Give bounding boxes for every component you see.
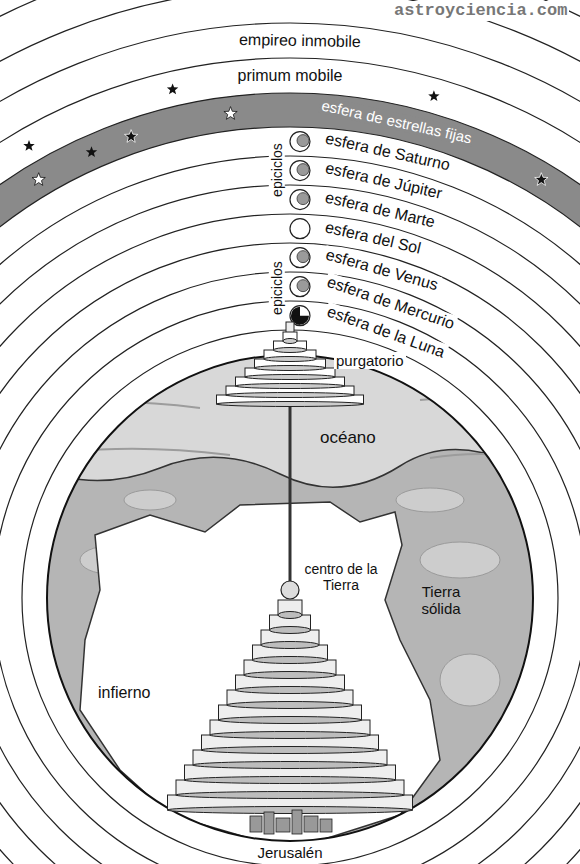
earth-outline (47, 355, 533, 841)
sphere-label: empireo inmobile (237, 30, 363, 51)
planet-circle (290, 277, 310, 297)
region-label: océano (318, 428, 378, 448)
sphere-arc (0, 127, 580, 864)
sphere-arc (0, 301, 580, 864)
rock-texture (440, 654, 500, 706)
jerusalem-city (250, 810, 332, 834)
planet-circle (290, 132, 310, 152)
star-symbol (224, 107, 237, 120)
sphere-arc (22, 330, 558, 864)
epicycle-circle (297, 193, 309, 205)
earth-axis (289, 400, 292, 582)
city-building (320, 819, 332, 832)
hell-ledge (236, 687, 345, 694)
rock-texture (452, 776, 508, 804)
epicycle-label: epiciclos (269, 141, 285, 199)
star-symbol (86, 146, 97, 157)
region-label: purgatorio (334, 352, 406, 369)
sphere-arc (0, 93, 580, 864)
city-building (292, 810, 302, 834)
rock-texture (420, 542, 500, 578)
rock-texture (124, 490, 176, 510)
epicycle-circle (297, 251, 309, 263)
planet-circle (290, 248, 310, 268)
purgatory-ledge (217, 402, 364, 407)
star-symbol (125, 130, 138, 143)
watermark: astroyciencia.com (392, 1, 569, 21)
sphere-arc (0, 23, 580, 864)
purgatory-ledge (283, 339, 297, 344)
epicycle-circle (297, 164, 309, 176)
planet-circle (290, 161, 310, 181)
region-label: centro de la Tierra (302, 561, 380, 593)
hell-ledge (210, 732, 370, 739)
hell-ledge (244, 672, 336, 679)
ocean-streaks (60, 397, 530, 458)
hell-ledge (168, 807, 413, 814)
hell-ledge (193, 762, 387, 769)
purgatory-ledge (255, 366, 326, 371)
rock-texture (396, 488, 464, 512)
purgatory-ledge (274, 348, 307, 353)
hell-cavity (80, 502, 440, 850)
purgatory-ledge (236, 384, 345, 389)
epicycle-label: epiciclos (269, 259, 285, 317)
purgatory-ledge (226, 393, 354, 398)
region-label: infierno (96, 684, 152, 702)
sphere-arc (0, 214, 580, 864)
city-building (250, 816, 262, 832)
planet-circle (290, 190, 310, 210)
hell-ledge (202, 747, 379, 754)
hell-ledge (278, 612, 302, 619)
hell-ledge (219, 717, 362, 724)
city-building (276, 818, 290, 832)
epicycle-circle (297, 135, 309, 147)
hell-ledge (261, 642, 319, 649)
fixed-star-band (0, 110, 580, 864)
hell-ledge (270, 627, 311, 634)
city-building (304, 816, 318, 832)
sphere-arc (0, 272, 580, 864)
epicycle-circle (297, 280, 309, 292)
earth-centre (281, 581, 299, 599)
solid-earth (40, 350, 540, 850)
sphere-arc (0, 185, 580, 864)
purgatory-ledge (245, 375, 335, 380)
sphere-arc (0, 243, 580, 864)
purgatory-ledge (264, 357, 316, 362)
region-label: Tierra sólida (408, 583, 474, 618)
hell-ledge (227, 702, 353, 709)
earth-body (40, 350, 540, 850)
star-symbol (23, 140, 34, 151)
hell-ledge (253, 657, 328, 664)
hell-ledge (185, 777, 396, 784)
planet-circle (290, 219, 310, 239)
star-symbol (535, 173, 548, 186)
star-symbol (167, 83, 178, 94)
star-symbol (428, 90, 439, 101)
sphere-arc (0, 58, 580, 864)
sphere-arc (0, 156, 580, 864)
hell-cone (168, 600, 413, 814)
city-building (264, 812, 274, 834)
place-label: Jerusalén (256, 844, 325, 861)
sphere-label: primum mobile (236, 67, 345, 85)
rock-texture (50, 780, 130, 820)
hell-ledge (176, 792, 404, 799)
star-symbol (32, 173, 45, 186)
